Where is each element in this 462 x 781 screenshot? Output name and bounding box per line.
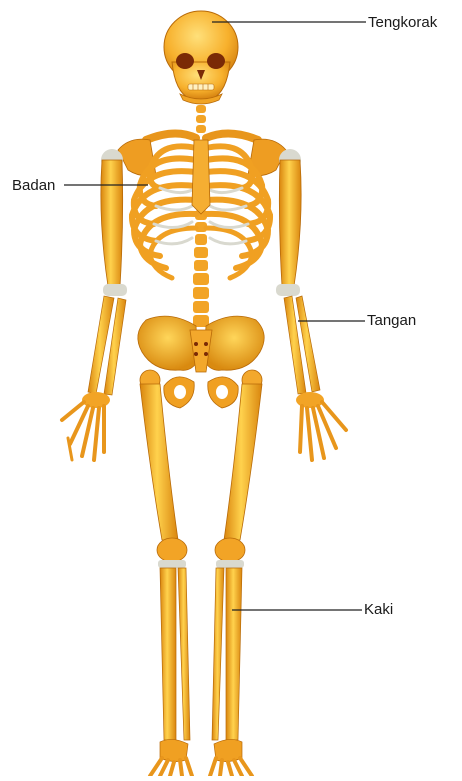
label-leg: Kaki bbox=[364, 601, 393, 619]
right-hand bbox=[296, 392, 346, 460]
right-arm bbox=[276, 149, 320, 394]
label-torso: Badan bbox=[12, 177, 55, 195]
label-skull: Tengkorak bbox=[368, 14, 437, 32]
left-hand bbox=[62, 392, 110, 460]
skull bbox=[164, 11, 238, 104]
right-leg bbox=[210, 370, 262, 776]
label-arm: Tangan bbox=[367, 312, 416, 330]
sternum bbox=[192, 140, 210, 214]
left-leg bbox=[140, 370, 192, 776]
left-arm bbox=[88, 149, 127, 395]
